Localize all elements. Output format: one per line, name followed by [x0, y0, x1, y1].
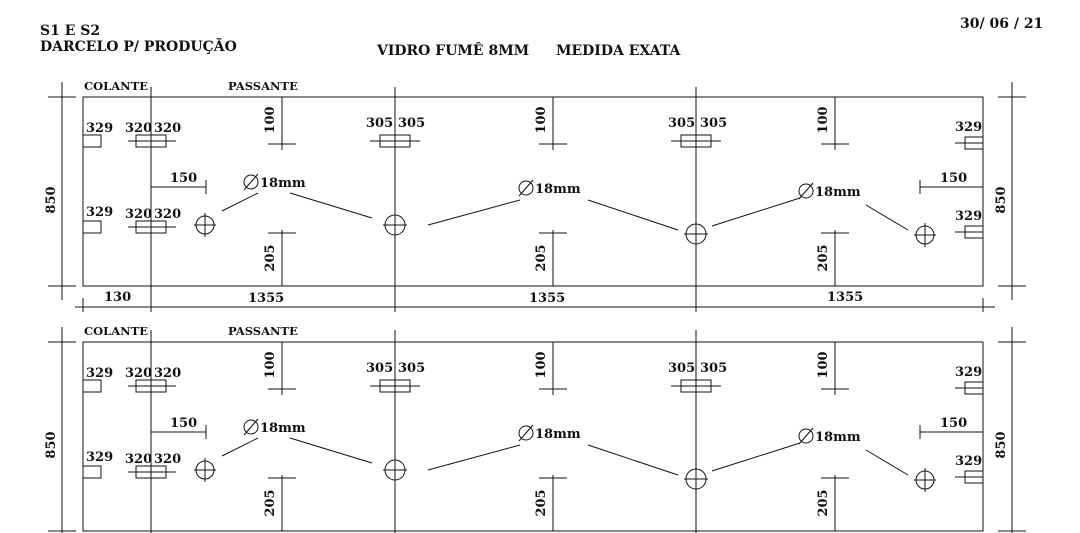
dim-329: 329	[955, 365, 982, 380]
label-passante: PASSANTE	[228, 79, 298, 93]
diameter-icon	[798, 428, 814, 444]
diameter-icon	[518, 180, 534, 196]
dim-1355: 1355	[529, 291, 565, 306]
dim-329: 329	[86, 121, 113, 136]
dim-205: 205	[534, 489, 549, 516]
dim-320: 320	[154, 121, 181, 136]
dim-329: 329	[86, 205, 113, 220]
dim-205: 205	[263, 489, 278, 516]
marker	[82, 379, 102, 393]
height-dim-right: 850	[994, 186, 1009, 213]
hole-diameter: 18mm	[815, 430, 861, 445]
dim-320: 320	[154, 207, 181, 222]
dim-329: 329	[86, 366, 113, 381]
dim-100: 100	[816, 351, 831, 378]
diameter-icon	[798, 183, 814, 199]
dim-305: 305	[700, 361, 727, 376]
diameter-icon	[243, 419, 259, 435]
glass-panel	[82, 341, 984, 532]
dim-1355: 1355	[827, 290, 863, 305]
width-dimensions	[75, 288, 995, 312]
dim-100: 100	[263, 106, 278, 133]
dim-305: 305	[366, 361, 393, 376]
hole-diameter: 18mm	[535, 182, 581, 197]
diameter-icon	[243, 174, 259, 190]
dim-305: 305	[398, 361, 425, 376]
dim-320: 320	[154, 366, 181, 381]
date: 30/ 06 / 21	[960, 16, 1044, 32]
dim-305: 305	[700, 116, 727, 131]
glass-spec: VIDRO FUMÊ 8MM	[377, 43, 530, 59]
dim-320: 320	[125, 366, 152, 381]
hole-diameter: 18mm	[535, 427, 581, 442]
dim-320: 320	[125, 121, 152, 136]
marker	[82, 134, 102, 148]
dim-100: 100	[534, 106, 549, 133]
dim-150: 150	[940, 416, 967, 431]
dim-150: 150	[170, 171, 197, 186]
dim-150: 150	[170, 416, 197, 431]
dim-305: 305	[668, 116, 695, 131]
project-title: S1 E S2	[40, 23, 101, 39]
panel-top	[48, 82, 1026, 300]
height-dim-right: 850	[994, 431, 1009, 458]
hole-diameter: 18mm	[815, 185, 861, 200]
dim-100: 100	[534, 351, 549, 378]
dim-320: 320	[125, 452, 152, 467]
marker	[82, 465, 102, 479]
dim-305: 305	[398, 116, 425, 131]
dim-205: 205	[816, 489, 831, 516]
marker	[82, 220, 102, 234]
dim-329: 329	[86, 450, 113, 465]
dim-305: 305	[366, 116, 393, 131]
height-dim-left: 850	[44, 431, 59, 458]
label-colante: COLANTE	[84, 324, 148, 338]
diameter-icon	[518, 425, 534, 441]
project-subtitle: DARCELO P/ PRODUÇÃO	[40, 39, 237, 55]
hole-diameter: 18mm	[260, 176, 306, 191]
dim-329: 329	[955, 209, 982, 224]
glass-panel	[82, 96, 984, 287]
label-colante: COLANTE	[84, 79, 148, 93]
dim-320: 320	[125, 207, 152, 222]
dim-205: 205	[534, 244, 549, 271]
dim-329: 329	[955, 454, 982, 469]
height-dim-left: 850	[44, 186, 59, 213]
measure-note: MEDIDA EXATA	[556, 43, 681, 59]
dim-205: 205	[816, 244, 831, 271]
label-passante: PASSANTE	[228, 324, 298, 338]
dim-100: 100	[263, 351, 278, 378]
dim-100: 100	[816, 106, 831, 133]
dim-1355: 1355	[248, 291, 284, 306]
panel-bottom	[48, 327, 1026, 533]
dim-320: 320	[154, 452, 181, 467]
dim-150: 150	[940, 171, 967, 186]
dim-329: 329	[955, 120, 982, 135]
hole-diameter: 18mm	[260, 421, 306, 436]
dim-205: 205	[263, 244, 278, 271]
dim-305: 305	[668, 361, 695, 376]
dim-130: 130	[104, 290, 131, 305]
